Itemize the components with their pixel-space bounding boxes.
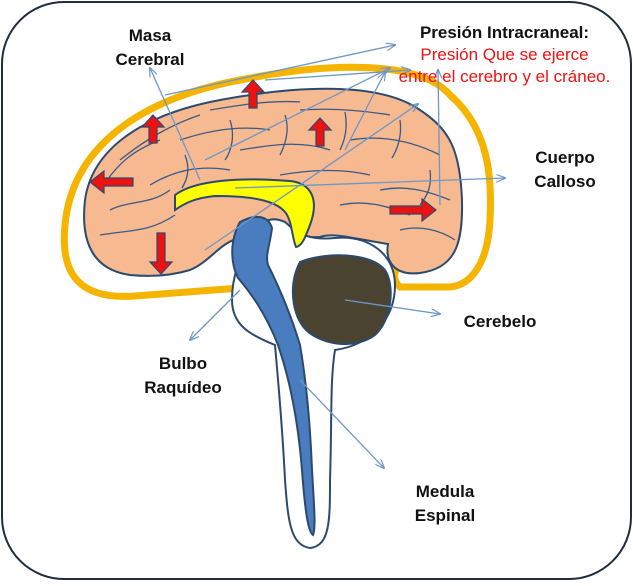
brain-folds	[99, 100, 456, 241]
cerebellum	[291, 254, 392, 346]
pressure-arrows	[89, 79, 437, 275]
pointer-presion-5	[438, 70, 440, 206]
label-presion-line2: entre el cerebro y el cráneo.	[398, 67, 611, 86]
pointer-lines	[150, 45, 505, 468]
pointer-presion-4	[344, 72, 385, 151]
red-block-arrow-icon	[389, 197, 437, 223]
label-cerebelo: Cerebelo	[445, 310, 555, 334]
label-masa-cerebral: Masa Cerebral	[110, 24, 190, 72]
corpus-callosum	[174, 178, 315, 249]
pointer-presion-2	[204, 68, 390, 161]
pointer-presion-6	[204, 104, 418, 251]
label-cuerpo-line2: Calloso	[534, 172, 596, 191]
label-cuerpo-calloso: Cuerpo Calloso	[515, 146, 615, 194]
pointer-masa-cerebral	[150, 68, 201, 181]
label-cerebelo-text: Cerebelo	[463, 312, 537, 331]
label-medula-espinal: Medula Espinal	[395, 480, 495, 528]
label-bulbo-line2: Raquídeo	[144, 378, 222, 397]
red-block-arrow-icon	[307, 117, 333, 147]
label-presion-line1: Presión Que se ejerce	[420, 45, 589, 64]
pointer-bulbo	[190, 289, 241, 340]
red-block-arrow-icon	[240, 79, 266, 109]
red-block-arrow-icon	[140, 114, 166, 144]
pointer-medula	[299, 379, 384, 468]
brain-stem	[231, 215, 316, 537]
red-block-arrow-icon	[89, 169, 134, 195]
skull-outline	[60, 63, 495, 300]
label-medula-line2: Espinal	[414, 506, 476, 525]
label-presion: Presión Intracraneal: Presión Que se eje…	[392, 22, 617, 88]
label-presion-title: Presión Intracraneal:	[419, 23, 590, 42]
pointer-cuerpo-calloso	[234, 178, 505, 189]
label-masa-line1: Masa	[128, 26, 172, 45]
label-masa-line2: Cerebral	[115, 50, 185, 69]
pointer-presion-1	[164, 45, 395, 96]
label-cuerpo-line1: Cuerpo	[535, 148, 595, 167]
label-medula-line1: Medula	[415, 482, 475, 501]
pointer-cerebelo	[344, 299, 440, 314]
label-bulbo-line1: Bulbo	[158, 354, 208, 373]
red-block-arrow-icon	[148, 232, 174, 275]
label-bulbo-raquideo: Bulbo Raquídeo	[128, 352, 238, 400]
